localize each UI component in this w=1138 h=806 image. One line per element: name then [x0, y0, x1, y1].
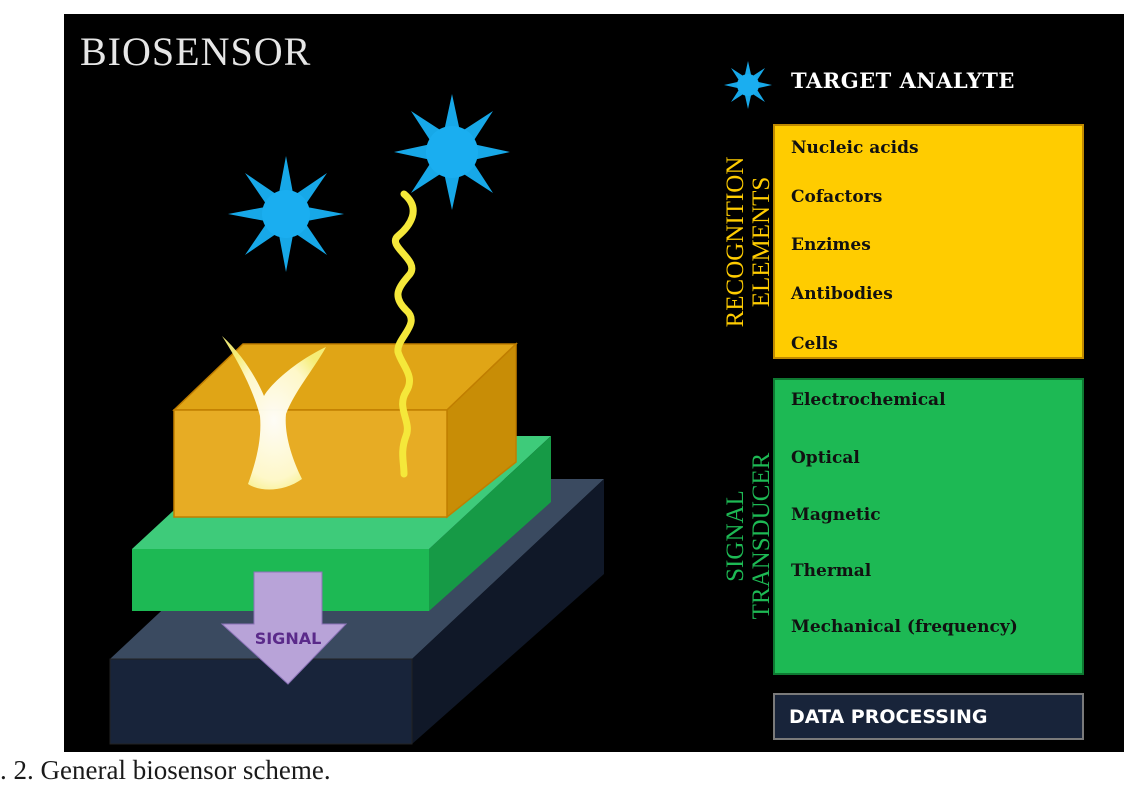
- biosensor-figure: SIGNAL BIOSENSOR TARGET ANALYTE RECOGNIT…: [64, 14, 1124, 752]
- signal-transducer-label: SIGNAL TRANSDUCER: [722, 406, 775, 666]
- recognition-item: Cells: [791, 334, 838, 354]
- analyte-star-icon: [228, 156, 344, 272]
- data-processing-box: DATA PROCESSING: [773, 693, 1084, 740]
- recognition-layer: [172, 342, 518, 519]
- transducer-item: Thermal: [791, 561, 872, 581]
- analyte-star-icon: [724, 61, 772, 109]
- recognition-item: Antibodies: [791, 284, 893, 304]
- recognition-label-line2: ELEMENTS: [748, 176, 775, 308]
- target-analyte-label: TARGET ANALYTE: [791, 68, 1015, 93]
- transducer-label-line2: TRANSDUCER: [748, 452, 775, 620]
- recognition-item: Enzimes: [791, 235, 871, 255]
- biosensor-illustration: SIGNAL: [109, 61, 772, 745]
- signal-arrow: SIGNAL: [220, 571, 348, 685]
- figure-caption: . 2. General biosensor scheme.: [0, 755, 331, 785]
- analyte-star-icon: [394, 94, 510, 210]
- data-processing-label: DATA PROCESSING: [789, 706, 988, 728]
- recognition-elements-box: Nucleic acids Cofactors Enzimes Antibodi…: [773, 124, 1084, 359]
- signal-transducer-box: Electrochemical Optical Magnetic Thermal…: [773, 378, 1084, 675]
- dna-strand: [392, 190, 417, 478]
- transducer-item: Mechanical (frequency): [791, 617, 1018, 637]
- figure-title: BIOSENSOR: [80, 29, 312, 74]
- transducer-item: Magnetic: [791, 505, 881, 525]
- recognition-elements-label: RECOGNITION ELEMENTS: [722, 112, 775, 372]
- signal-label: SIGNAL: [255, 629, 322, 648]
- transducer-label-line1: SIGNAL: [722, 490, 749, 582]
- recognition-item: Nucleic acids: [791, 138, 919, 158]
- antibody-shape: [222, 336, 326, 490]
- transducer-item: Electrochemical: [791, 390, 946, 410]
- transducer-item: Optical: [791, 448, 860, 468]
- recognition-label-line1: RECOGNITION: [722, 156, 749, 328]
- recognition-item: Cofactors: [791, 187, 883, 207]
